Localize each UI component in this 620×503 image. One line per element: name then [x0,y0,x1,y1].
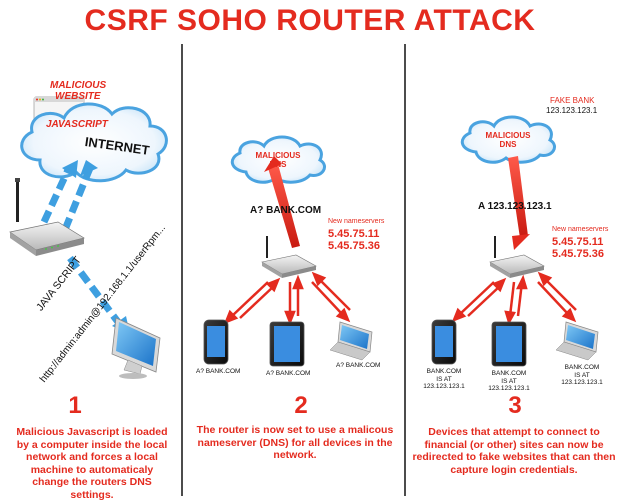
desktop-computer-icon [111,317,161,379]
two-way-arrow-router-phone [451,277,507,323]
tablet-icon [269,321,305,367]
malicious-dns-label-line2: DNS [499,140,517,149]
two-way-arrow-router-phone [223,277,281,325]
dns-query-arrow [264,156,300,248]
step-1-description: Malicious Javascript is loaded by a comp… [16,426,168,501]
internet-cloud [20,102,168,183]
smartphone-icon [431,319,457,365]
step-number-2: 2 [294,392,308,419]
laptop-icon [329,321,373,361]
device-answer-label: BANK.COM IS AT 123.123.123.1 [423,368,465,390]
two-way-arrow-router-laptop [537,271,577,323]
laptop-icon [555,321,599,361]
fake-bank-label: FAKE BANK [550,96,595,105]
two-way-arrow-router-tablet [504,274,528,326]
malicious-dns-label-line1: MALICIOUS [485,131,531,140]
step-2-description: The router is now set to use a malicous … [196,424,394,461]
nameserver-1: 5.45.75.11 [552,236,604,248]
dashed-arrow-internet-to-router [60,160,98,234]
dns-answer-arrow [508,156,530,250]
new-nameservers-heading: New nameservers [552,226,609,233]
malicious-dns-label-line1: MALICIOUS [255,151,301,160]
malicious-dns-label-line2: DNS [269,160,287,169]
device-query-label: A? BANK.COM [266,370,311,377]
device-answer-label: BANK.COM IS AT 123.123.123.1 [561,364,603,386]
router-icon [9,178,85,256]
router-icon [261,236,317,278]
new-nameservers-heading: New nameservers [328,218,385,225]
dashed-arrow-router-to-internet [40,160,78,224]
device-query-label: A? BANK.COM [336,362,381,369]
nameserver-2: 5.45.75.36 [552,248,604,260]
device-query-label: A? BANK.COM [196,368,241,375]
router-icon [489,236,545,278]
two-way-arrow-router-laptop [311,271,351,323]
dns-query-label: A? BANK.COM [250,205,322,216]
step-number-3: 3 [508,392,522,419]
page-title: CSRF SOHO ROUTER ATTACK [84,4,536,37]
nameserver-2: 5.45.75.36 [328,240,380,252]
javascript-label: JAVASCRIPT [46,119,108,130]
two-way-arrow-router-tablet [284,274,304,326]
dns-answer-label: A 123.123.123.1 [478,201,552,212]
fake-bank-ip: 123.123.123.1 [546,106,598,115]
device-answer-label: BANK.COM IS AT 123.123.123.1 [488,370,530,392]
malicious-website-label-line1: MALICIOUS [50,80,107,91]
step-3-description: Devices that attempt to connect to finan… [412,426,616,476]
malicious-website-label-line2: WEBSITE [55,91,101,102]
nameserver-1: 5.45.75.11 [328,228,380,240]
step-number-1: 1 [68,392,82,419]
smartphone-icon [203,319,229,365]
tablet-icon [491,321,527,367]
